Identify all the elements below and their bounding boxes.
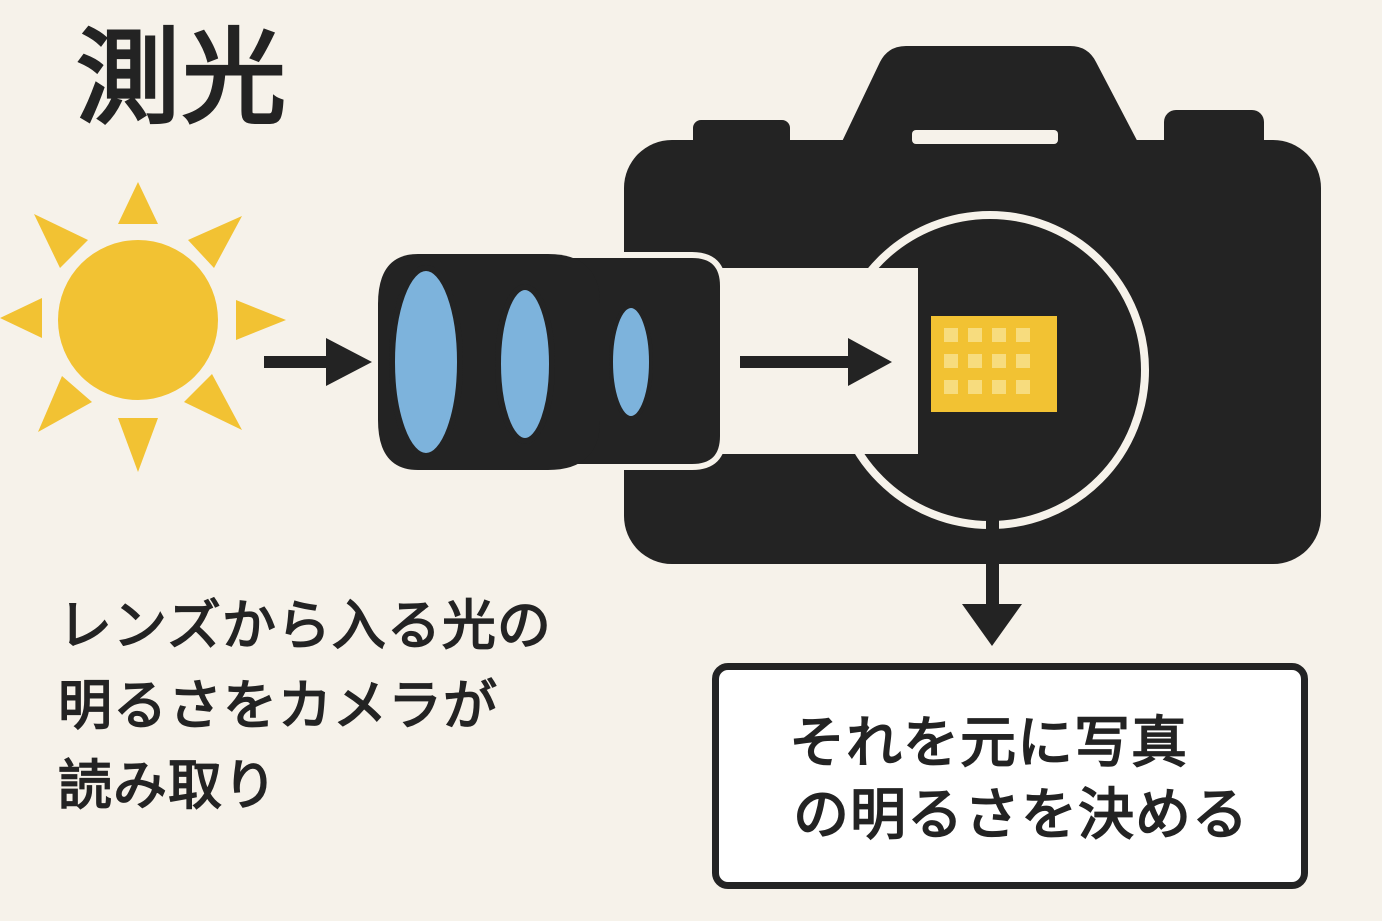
- arrow-sun-to-lens: [264, 338, 372, 386]
- result-line-2: の明るさを決める: [793, 783, 1249, 848]
- metering-caption: レンズから入る光の 明るさをカメラが 読み取り: [58, 586, 658, 826]
- arrow-sensor-to-result: [962, 450, 1022, 646]
- caption-line-1: レンズから入る光の: [58, 594, 552, 657]
- page-title: 測光: [76, 17, 289, 139]
- sensor-icon: [918, 303, 1070, 425]
- caption-line-3: 読み取り: [58, 754, 278, 817]
- lens-icon: [378, 252, 726, 470]
- result-line-1: それを元に写真: [789, 711, 1188, 776]
- result-text: それを元に写真 の明るさを決める: [789, 708, 1249, 852]
- caption-line-2: 明るさをカメラが: [58, 674, 498, 737]
- sun-icon: [0, 182, 286, 472]
- result-box: それを元に写真 の明るさを決める: [712, 663, 1308, 889]
